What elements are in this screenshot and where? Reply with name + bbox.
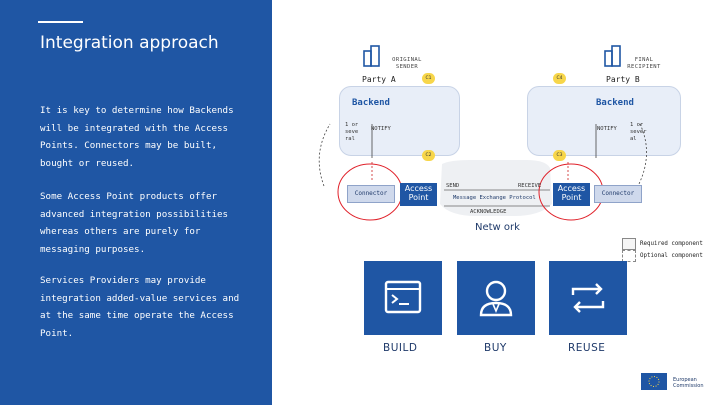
- organisation-line: European: [673, 377, 697, 383]
- corner-badge: C1: [422, 73, 435, 84]
- legend-optional-label: Optional component: [640, 253, 703, 259]
- connector-a-box: Connector: [347, 185, 395, 203]
- build-tile: [364, 261, 442, 335]
- legend-required-label: Required component: [640, 241, 703, 247]
- access-point-a: Access Point: [400, 183, 437, 206]
- link-line: [318, 123, 331, 187]
- terminal-icon: [384, 280, 422, 314]
- protocol-label: Message Exchange Protocol: [453, 195, 536, 201]
- left-panel: [0, 0, 272, 405]
- eu-flag-logo: [641, 373, 667, 390]
- paragraph-line: integration added-value services and: [40, 292, 240, 304]
- backend-b-label: Backend: [596, 98, 634, 108]
- party-a-label: Party A: [362, 75, 396, 84]
- party-b-label: Party B: [606, 75, 640, 84]
- final-recipient-label: FINAL RECIPIENT: [627, 57, 661, 70]
- paragraph-line: messaging purposes.: [40, 243, 146, 255]
- party-a-box: [339, 86, 460, 156]
- paragraph-line: Services Providers may provide: [40, 275, 206, 286]
- building-icon: [604, 45, 621, 67]
- paragraph-line: bought or reused.: [40, 157, 135, 169]
- legend-required-swatch: [622, 238, 636, 250]
- network-cloud: [440, 160, 552, 216]
- receive-label: RECEIVE: [518, 183, 542, 189]
- corner-badge: C4: [553, 73, 566, 84]
- slide-title: Integration approach: [40, 33, 219, 53]
- eu-stars-icon: [648, 376, 660, 387]
- connector-count-b: 1 or sever al: [630, 122, 647, 142]
- building-icon: [363, 45, 380, 67]
- paragraph-line: whereas others are purely for: [40, 226, 201, 238]
- party-b-box: [527, 86, 681, 156]
- send-label: SEND: [446, 183, 460, 189]
- corner-badge: C2: [422, 150, 435, 161]
- corner-badge: C3: [553, 150, 566, 161]
- buy-label: BUY: [484, 342, 507, 354]
- network-label: Netw ork: [475, 222, 520, 233]
- paragraph-line: advanced integration possibilities: [40, 208, 229, 220]
- buy-tile: [457, 261, 535, 335]
- title-rule: [38, 21, 83, 23]
- access-point-b: Access Point: [553, 183, 590, 206]
- link-line: [637, 123, 647, 187]
- build-label: BUILD: [383, 342, 418, 354]
- repeat-icon: [571, 283, 605, 313]
- original-sender-label: ORIGINAL SENDER: [392, 57, 422, 70]
- paragraph-line: It is key to determine how Backends: [40, 105, 234, 116]
- paragraph-backends: It is key to determine how Backends will…: [40, 102, 260, 172]
- notify-label-a: NOTIFY: [371, 126, 391, 132]
- organisation-line: Commission: [673, 383, 704, 389]
- paragraph-products: Some Access Point products offer advance…: [40, 188, 260, 258]
- organisation-name: European Commission: [673, 377, 704, 389]
- paragraph-line: Some Access Point products offer: [40, 191, 218, 202]
- paragraph-line: at the same time operate the Access: [40, 310, 234, 322]
- reuse-label: REUSE: [568, 342, 606, 354]
- connector-count-a: 1 or seve ral: [345, 122, 359, 142]
- notify-label-b: NOTIFY: [597, 126, 617, 132]
- paragraph-line: will be integrated with the Access: [40, 122, 229, 134]
- legend-optional-swatch: [622, 250, 636, 262]
- paragraph-line: Points. Connectors may be built,: [40, 140, 218, 152]
- backend-a-label: Backend: [352, 98, 390, 108]
- paragraph-line: Point.: [40, 327, 74, 339]
- reuse-tile: [549, 261, 627, 335]
- paragraph-services: Services Providers may provide integrati…: [40, 272, 260, 342]
- user-icon: [479, 280, 513, 317]
- connector-b-box: Connector: [594, 185, 642, 203]
- acknowledge-label: ACKNOWLEDGE: [470, 209, 507, 215]
